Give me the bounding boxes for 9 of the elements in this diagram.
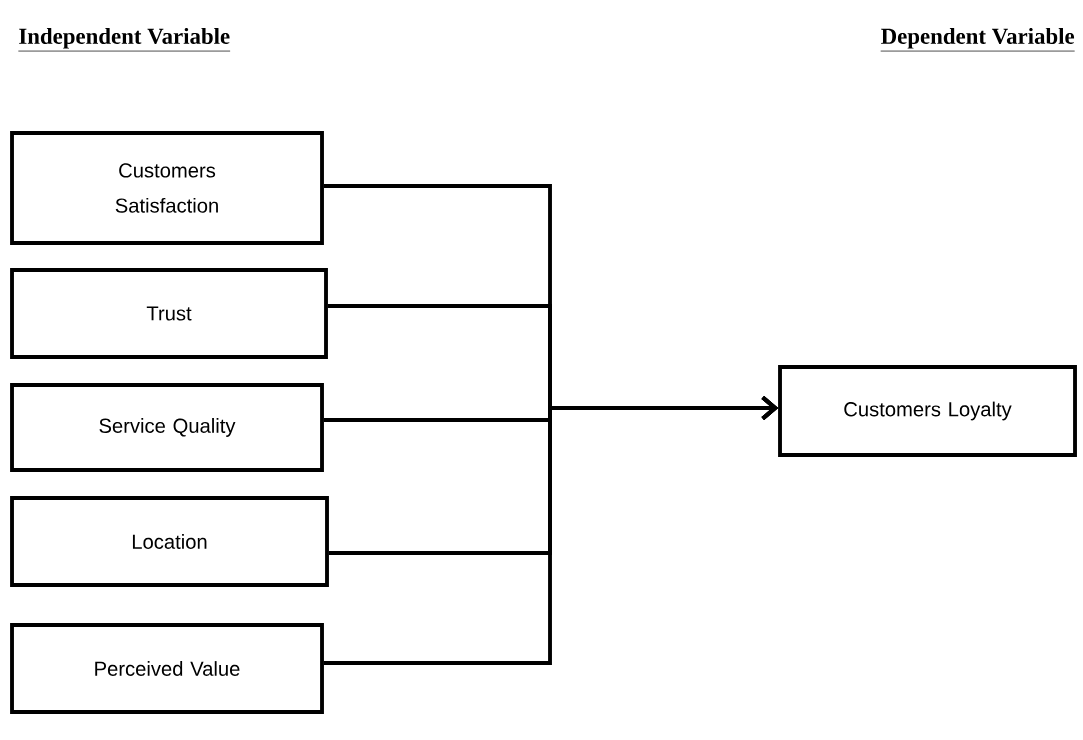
connector-arrow — [323, 396, 779, 665]
heading: Independent Variable — [18, 27, 231, 52]
variable-box: Customers Satisfaction — [10, 131, 324, 245]
variable-box: Location — [10, 496, 329, 587]
variable-box: Perceived Value — [10, 623, 324, 714]
variable-box: Service Quality — [10, 383, 324, 472]
variable-box: Trust — [10, 268, 328, 359]
heading: Dependent Variable — [880, 27, 1075, 52]
variable-box: Customers Loyalty — [778, 365, 1077, 457]
